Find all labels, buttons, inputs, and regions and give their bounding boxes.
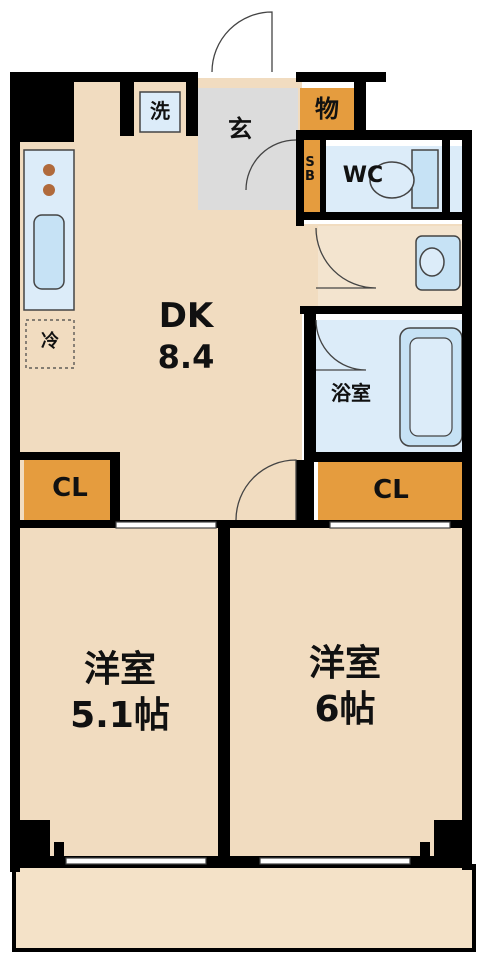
western-room-right-floor xyxy=(230,528,466,860)
storage-box xyxy=(300,88,354,134)
dk-name-label: DK xyxy=(158,296,214,336)
washer-space xyxy=(139,91,181,133)
storage-label: 物 xyxy=(315,95,339,123)
western-left-size-label: 5.1帖 xyxy=(70,695,170,736)
closet-right xyxy=(318,462,464,522)
shoebox-label: S B xyxy=(305,155,315,185)
stove-icon xyxy=(43,164,55,176)
toilet-bowl-icon xyxy=(369,161,415,199)
western-left-name-label: 洋室 xyxy=(83,649,156,690)
closet-left xyxy=(24,460,116,520)
western-right-name-label: 洋室 xyxy=(308,643,381,684)
closet-left-label: CL xyxy=(52,473,88,503)
stove-icon xyxy=(43,184,55,196)
entrance-label: 玄 xyxy=(228,115,252,143)
washbasin-bowl-icon xyxy=(419,247,445,277)
windows xyxy=(65,521,451,865)
western-right-size-label: 6帖 xyxy=(314,689,376,730)
wc-label: WC xyxy=(342,163,384,188)
bath-label: 浴室 xyxy=(331,381,371,405)
closet-right-label: CL xyxy=(373,475,409,505)
shoebox xyxy=(300,140,320,216)
toilet-icon xyxy=(411,149,439,209)
entrance-floor xyxy=(198,88,298,210)
bathtub-inner-icon xyxy=(409,337,453,437)
sink-icon xyxy=(33,214,65,290)
fridge-space xyxy=(25,319,75,369)
door-swing-icon xyxy=(211,11,377,521)
western-room-left-floor xyxy=(20,528,218,860)
balcony xyxy=(12,864,476,952)
dk-size-label: 8.4 xyxy=(157,338,215,376)
fridge-label: 冷 xyxy=(41,331,59,352)
washer-label: 洗 xyxy=(150,99,170,123)
